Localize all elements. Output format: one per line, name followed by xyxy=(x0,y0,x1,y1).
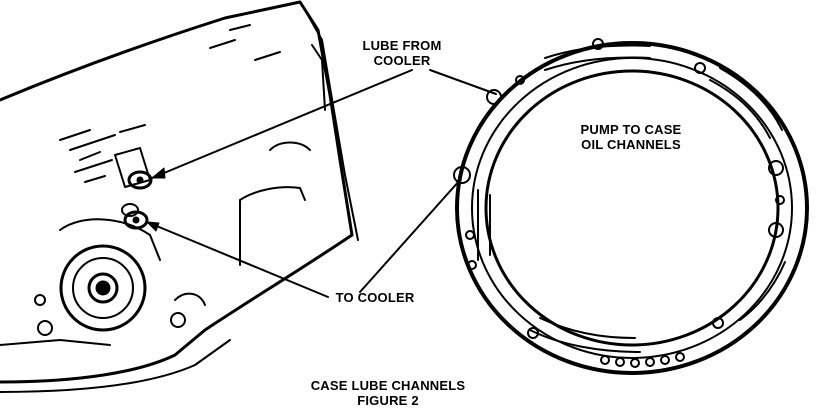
pump-gasket-ring xyxy=(453,38,809,375)
label-lube-from-cooler-line1: LUBE FROM xyxy=(362,38,442,53)
cooler-fitting-lower xyxy=(121,203,149,230)
oil-channel-slots xyxy=(477,44,786,353)
pan-bolt xyxy=(34,294,46,306)
case-flange-inner xyxy=(311,44,326,111)
leader-to-cooler-from-fitting xyxy=(146,221,329,298)
cooler-fitting-upper xyxy=(114,147,153,190)
case-bottom-sweep xyxy=(0,233,354,384)
output-flange xyxy=(59,244,147,332)
case-pan-line xyxy=(0,339,231,393)
case-upper-outline xyxy=(0,0,354,237)
pan-edge xyxy=(0,339,111,346)
arrowhead-lower-fitting xyxy=(146,221,160,232)
case-boss xyxy=(59,218,161,261)
pan-bolt xyxy=(37,320,53,336)
figure-caption-line1: CASE LUBE CHANNELS xyxy=(310,378,466,393)
label-lube-from-cooler-line2: COOLER xyxy=(373,53,431,68)
gasket-bolt-holes xyxy=(453,38,785,339)
leader-lube-to-fitting xyxy=(151,69,413,179)
leader-to-cooler-to-ring xyxy=(359,179,461,293)
case-flange xyxy=(304,9,359,241)
label-to-cooler: TO COOLER xyxy=(335,290,415,305)
case-rib xyxy=(239,186,306,266)
arrowhead-upper-fitting xyxy=(151,167,166,179)
figure-caption-line2: FIGURE 2 xyxy=(357,393,419,408)
leader-lube-to-ring xyxy=(429,69,497,95)
oil-port-row xyxy=(600,352,685,368)
case-boss-2 xyxy=(174,292,206,306)
label-lube-from-cooler: LUBE FROM COOLER xyxy=(350,38,454,68)
pan-bolt xyxy=(170,312,186,328)
figure-caption: CASE LUBE CHANNELS FIGURE 2 xyxy=(298,378,478,408)
transmission-case xyxy=(0,0,359,393)
label-pump-to-case: PUMP TO CASE OIL CHANNELS xyxy=(566,122,696,152)
label-pump-to-case-line2: OIL CHANNELS xyxy=(581,137,681,152)
leader-lines xyxy=(146,69,497,298)
label-pump-to-case-line1: PUMP TO CASE xyxy=(580,122,682,137)
case-hatching xyxy=(59,24,281,183)
case-rib-2 xyxy=(269,141,311,151)
